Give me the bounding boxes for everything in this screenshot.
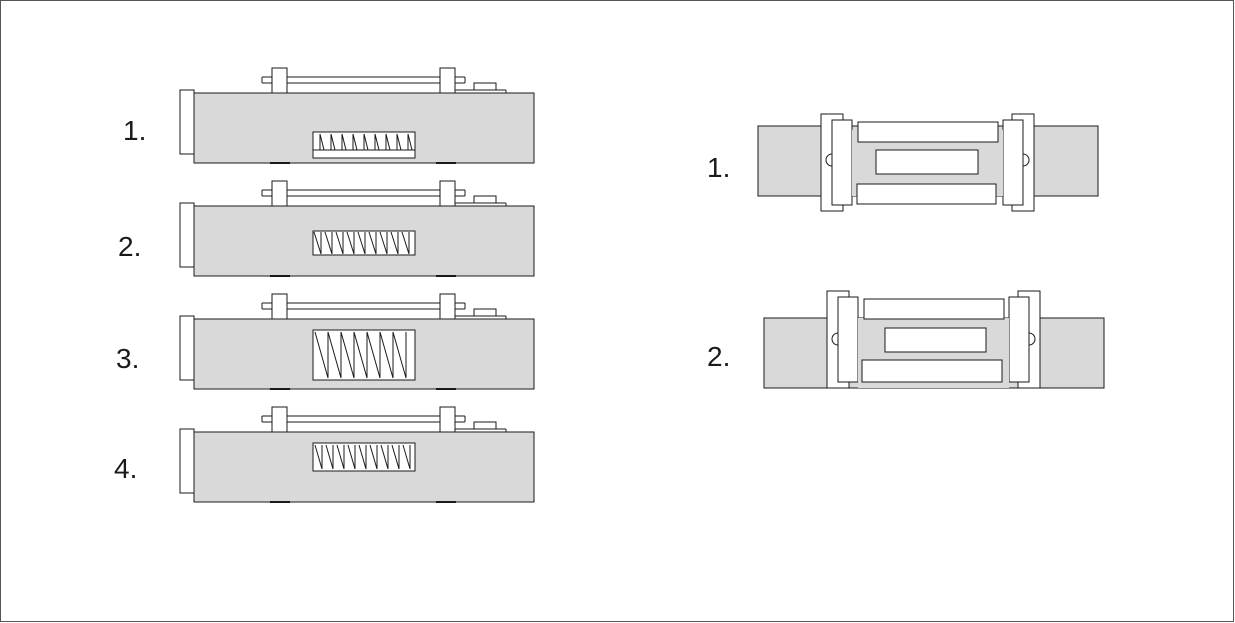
side-view-label-2: 2.: [118, 231, 141, 262]
side-view-label-4: 4.: [114, 453, 137, 484]
side-view-label-3: 3.: [116, 343, 139, 374]
top-view-1: [757, 113, 1099, 212]
side-view-2: [179, 180, 535, 277]
side-view-4: [179, 406, 535, 503]
top-view-label-1: 1.: [707, 152, 730, 183]
side-view-label-1: 1.: [123, 115, 146, 146]
side-view-3: [179, 293, 535, 390]
side-view-1: [179, 67, 535, 164]
top-view-2: [763, 290, 1105, 389]
top-view-label-2: 2.: [707, 341, 730, 372]
